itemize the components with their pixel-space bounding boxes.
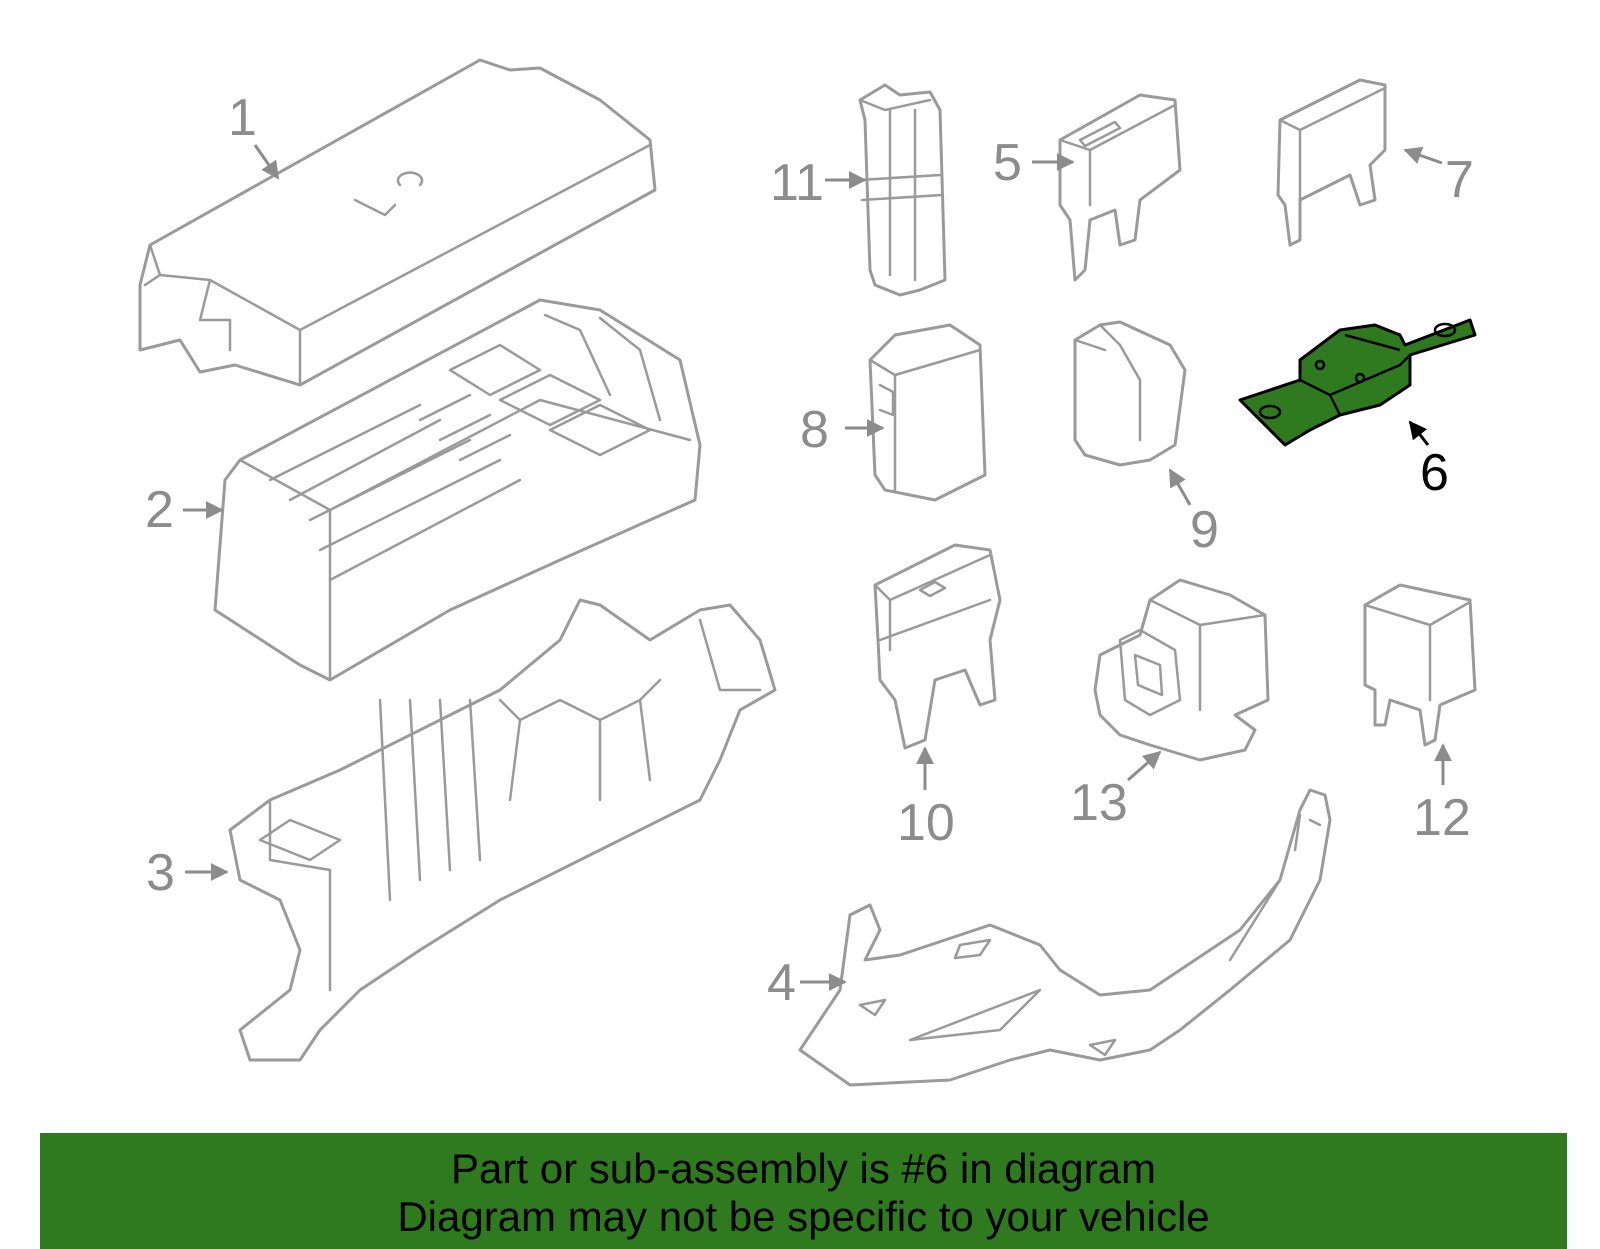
part-3-lower-tray[interactable] xyxy=(228,598,777,1062)
callout-labels: 1 2 3 4 5 6 7 8 9 10 11 12 13 xyxy=(145,89,1474,1012)
callout-12[interactable]: 12 xyxy=(1413,789,1471,847)
callout-2[interactable]: 2 xyxy=(145,481,174,539)
arrow-13 xyxy=(1127,750,1162,782)
callout-5[interactable]: 5 xyxy=(993,134,1022,192)
callout-13[interactable]: 13 xyxy=(1070,774,1128,832)
part-5-mini-fuse[interactable] xyxy=(1058,93,1182,282)
part-2-fuse-box[interactable] xyxy=(213,298,702,682)
callout-1[interactable]: 1 xyxy=(228,89,257,147)
callout-3[interactable]: 3 xyxy=(146,844,175,902)
banner-line-2: Diagram may not be specific to your vehi… xyxy=(397,1193,1210,1240)
part-13-relay-connector[interactable] xyxy=(1093,578,1270,762)
banner-line-1: Part or sub-assembly is #6 in diagram xyxy=(451,1145,1156,1192)
callout-8[interactable]: 8 xyxy=(800,401,829,459)
arrow-9 xyxy=(1168,468,1192,506)
callout-6[interactable]: 6 xyxy=(1420,444,1449,502)
part-6-highlighted-fuse[interactable] xyxy=(1238,318,1477,447)
part-1-cover[interactable] xyxy=(138,58,657,387)
info-banner: Part or sub-assembly is #6 in diagram Di… xyxy=(40,1133,1567,1249)
callout-11[interactable]: 11 xyxy=(770,154,824,212)
part-8-cartridge-fuse[interactable] xyxy=(868,323,987,502)
parts-diagram: 1 2 3 4 5 6 7 8 9 10 11 12 13 xyxy=(138,58,1477,1087)
part-9-cap[interactable] xyxy=(1073,320,1187,467)
part-11-clip[interactable] xyxy=(858,83,947,297)
part-12-relay[interactable] xyxy=(1363,583,1477,747)
arrow-7 xyxy=(1403,146,1443,165)
arrow-1 xyxy=(253,144,280,180)
callout-9[interactable]: 9 xyxy=(1190,501,1219,559)
callout-10[interactable]: 10 xyxy=(897,794,955,852)
part-10-maxi-fuse[interactable] xyxy=(873,543,1002,750)
arrow-6 xyxy=(1408,420,1430,446)
callout-4[interactable]: 4 xyxy=(767,954,796,1012)
part-7-fuse[interactable] xyxy=(1276,78,1387,247)
callout-7[interactable]: 7 xyxy=(1445,151,1474,209)
part-4-bracket[interactable] xyxy=(798,788,1332,1087)
callout-arrows xyxy=(183,144,1452,991)
